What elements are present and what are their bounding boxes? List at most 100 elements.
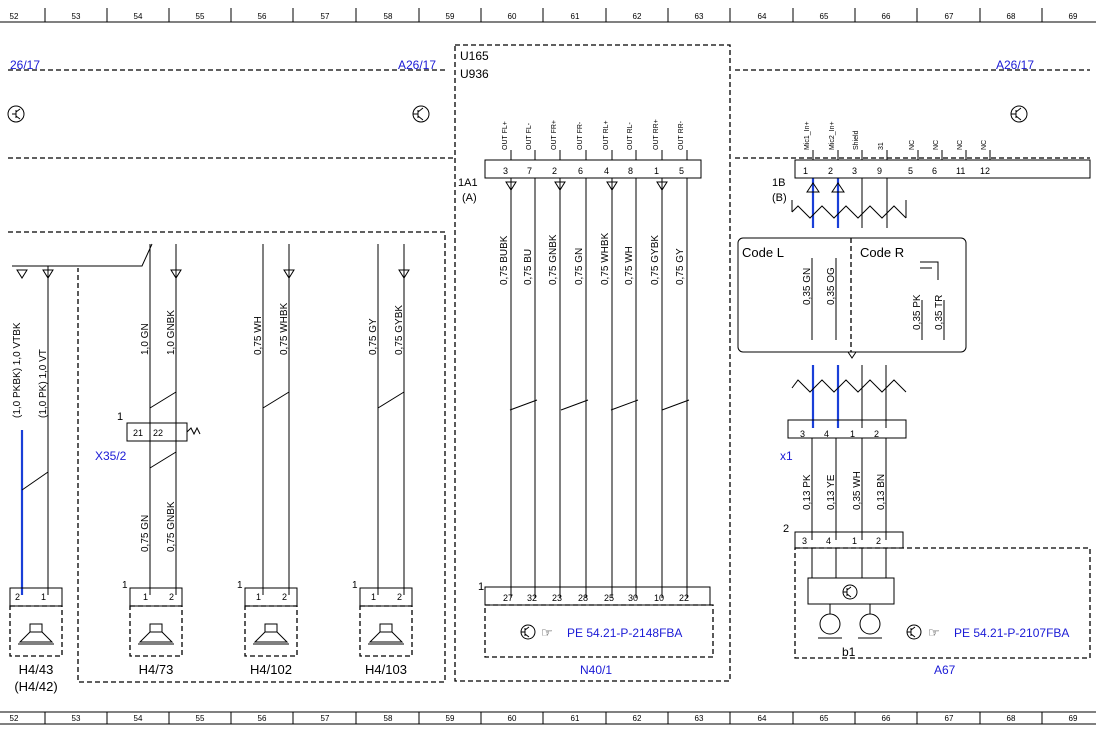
ref-mid-label: A26/17 [398, 58, 436, 72]
terminal-icon [505, 181, 517, 191]
ruler-bottom-num: 64 [758, 714, 767, 723]
signal-symbol-icon [906, 624, 922, 640]
module-pin-num: 7 [527, 166, 532, 176]
ruler-bottom-num: 55 [196, 714, 205, 723]
code-l-label: Code L [742, 245, 784, 260]
a67-name: A67 [934, 663, 956, 677]
n40-pin-num: 27 [503, 593, 513, 603]
chevron-down-icon [847, 351, 857, 359]
mic-pin-label: NC [933, 140, 940, 150]
ruler-top-num: 59 [446, 12, 455, 21]
wire-break [661, 399, 690, 411]
ruler-top-num: 53 [72, 12, 81, 21]
terminal-icon [170, 269, 182, 279]
module-conn-label: 1A1 [458, 177, 478, 189]
ruler-top-num: 65 [820, 12, 829, 21]
left-section-box [8, 231, 446, 683]
x35-label: X35/2 [95, 449, 127, 463]
shield-zigzag-bottom [791, 379, 907, 393]
module-conn-sub: (A) [462, 192, 477, 204]
module-wire-label: 0,75 WH [624, 246, 635, 285]
ruler-bottom-num: 58 [384, 714, 393, 723]
n40-name: N40/1 [580, 663, 612, 677]
left-wire-bend [12, 243, 153, 267]
signal-symbol-icon [1010, 105, 1028, 123]
code-r-label: Code R [860, 245, 904, 260]
code-l-wire-label: 0,35 OG [826, 267, 837, 305]
module-pin-label: OUT FL+ [502, 121, 509, 150]
terminal-icon [656, 181, 668, 191]
mic-pin-num: 5 [908, 166, 913, 176]
shield-edge [791, 200, 907, 218]
mic-conn-sub: (B) [772, 192, 787, 204]
wire-break [262, 391, 290, 409]
speaker-pin-num: 1 [143, 592, 148, 602]
a67-pin-num: 1 [852, 536, 857, 546]
x1-wire-label: 0,35 WH [852, 471, 863, 510]
module-wire-label: 0,75 WHBK [600, 232, 611, 285]
left-wire-label: 0,75 WHBK [279, 302, 290, 355]
n40-pin-num: 22 [679, 593, 689, 603]
ruler-bottom-num: 60 [508, 714, 517, 723]
module-pin-num: 6 [578, 166, 583, 176]
terminal-icon [42, 269, 54, 279]
x1-wire-label: 0,13 PK [802, 474, 813, 510]
ruler-bottom-num: 65 [820, 714, 829, 723]
speaker-icon [368, 623, 404, 643]
left-wire-label: (1,0 PKBK) 1,0 VTBK [12, 322, 23, 418]
speaker-box [129, 605, 183, 657]
mic-module-body [807, 577, 895, 605]
speaker-num: 1 [237, 580, 243, 591]
signal-symbol-icon [842, 584, 858, 600]
a67-ref-link[interactable]: PE 54.21-P-2107FBA [954, 626, 1069, 640]
code-box [737, 237, 967, 353]
left-wire-label: 1,0 GNBK [166, 310, 177, 355]
b1-label: b1 [842, 645, 856, 659]
n40-pin-num: 32 [527, 593, 537, 603]
speaker-connector [129, 587, 183, 607]
n40-pin-num: 25 [604, 593, 614, 603]
ruler-bottom-num: 62 [633, 714, 642, 723]
left-wires: (1,0 PKBK) 1,0 VTBK(1,0 PK) 1,0 VT1,0 GN… [12, 244, 410, 595]
left-wire-label: 0,75 WH [253, 316, 264, 355]
speaker-pin-num: 2 [169, 592, 174, 602]
ruler-bottom-num: 56 [258, 714, 267, 723]
x35-pin-num: 21 [133, 428, 143, 438]
ruler-bottom-num: 53 [72, 714, 81, 723]
ruler-bottom-num: 68 [1007, 714, 1016, 723]
terminal-icon [283, 269, 295, 279]
n40-connector-strip [484, 586, 711, 606]
ruler-top-num: 61 [571, 12, 580, 21]
mic-pin-label: 31 [878, 142, 885, 150]
microphone-icon [818, 604, 882, 639]
n40-ref-link[interactable]: PE 54.21-P-2148FBA [567, 626, 682, 640]
mic-conn-label: 1B [772, 177, 785, 189]
mic-pin-num: 12 [980, 166, 990, 176]
mic-connector-strip [794, 159, 1091, 179]
mic-pin-num: 3 [852, 166, 857, 176]
n40-pin-num: 30 [628, 593, 638, 603]
speaker-name: H4/43 [19, 662, 54, 677]
shield-zigzag-top [791, 205, 907, 219]
code-r-wire-label: 0,35 TR [934, 295, 945, 330]
module-wire-label: 0,75 GN [574, 248, 585, 285]
module-wire-label: 0,75 GYBK [650, 235, 661, 285]
speaker-pin-num: 2 [397, 592, 402, 602]
a67-pin-num: 2 [876, 536, 881, 546]
speaker-icon [138, 623, 174, 643]
x1-wire-label: 0,13 YE [826, 474, 837, 510]
n40-num: 1 [478, 581, 484, 593]
x1-pin-num: 3 [800, 429, 805, 439]
wire-break [21, 471, 49, 491]
speaker-pin-num: 2 [15, 592, 20, 602]
left-wire-label: 0,75 GY [368, 318, 379, 355]
x1-connector-strip [787, 419, 907, 439]
module-pin-label: OUT FR- [577, 121, 584, 150]
